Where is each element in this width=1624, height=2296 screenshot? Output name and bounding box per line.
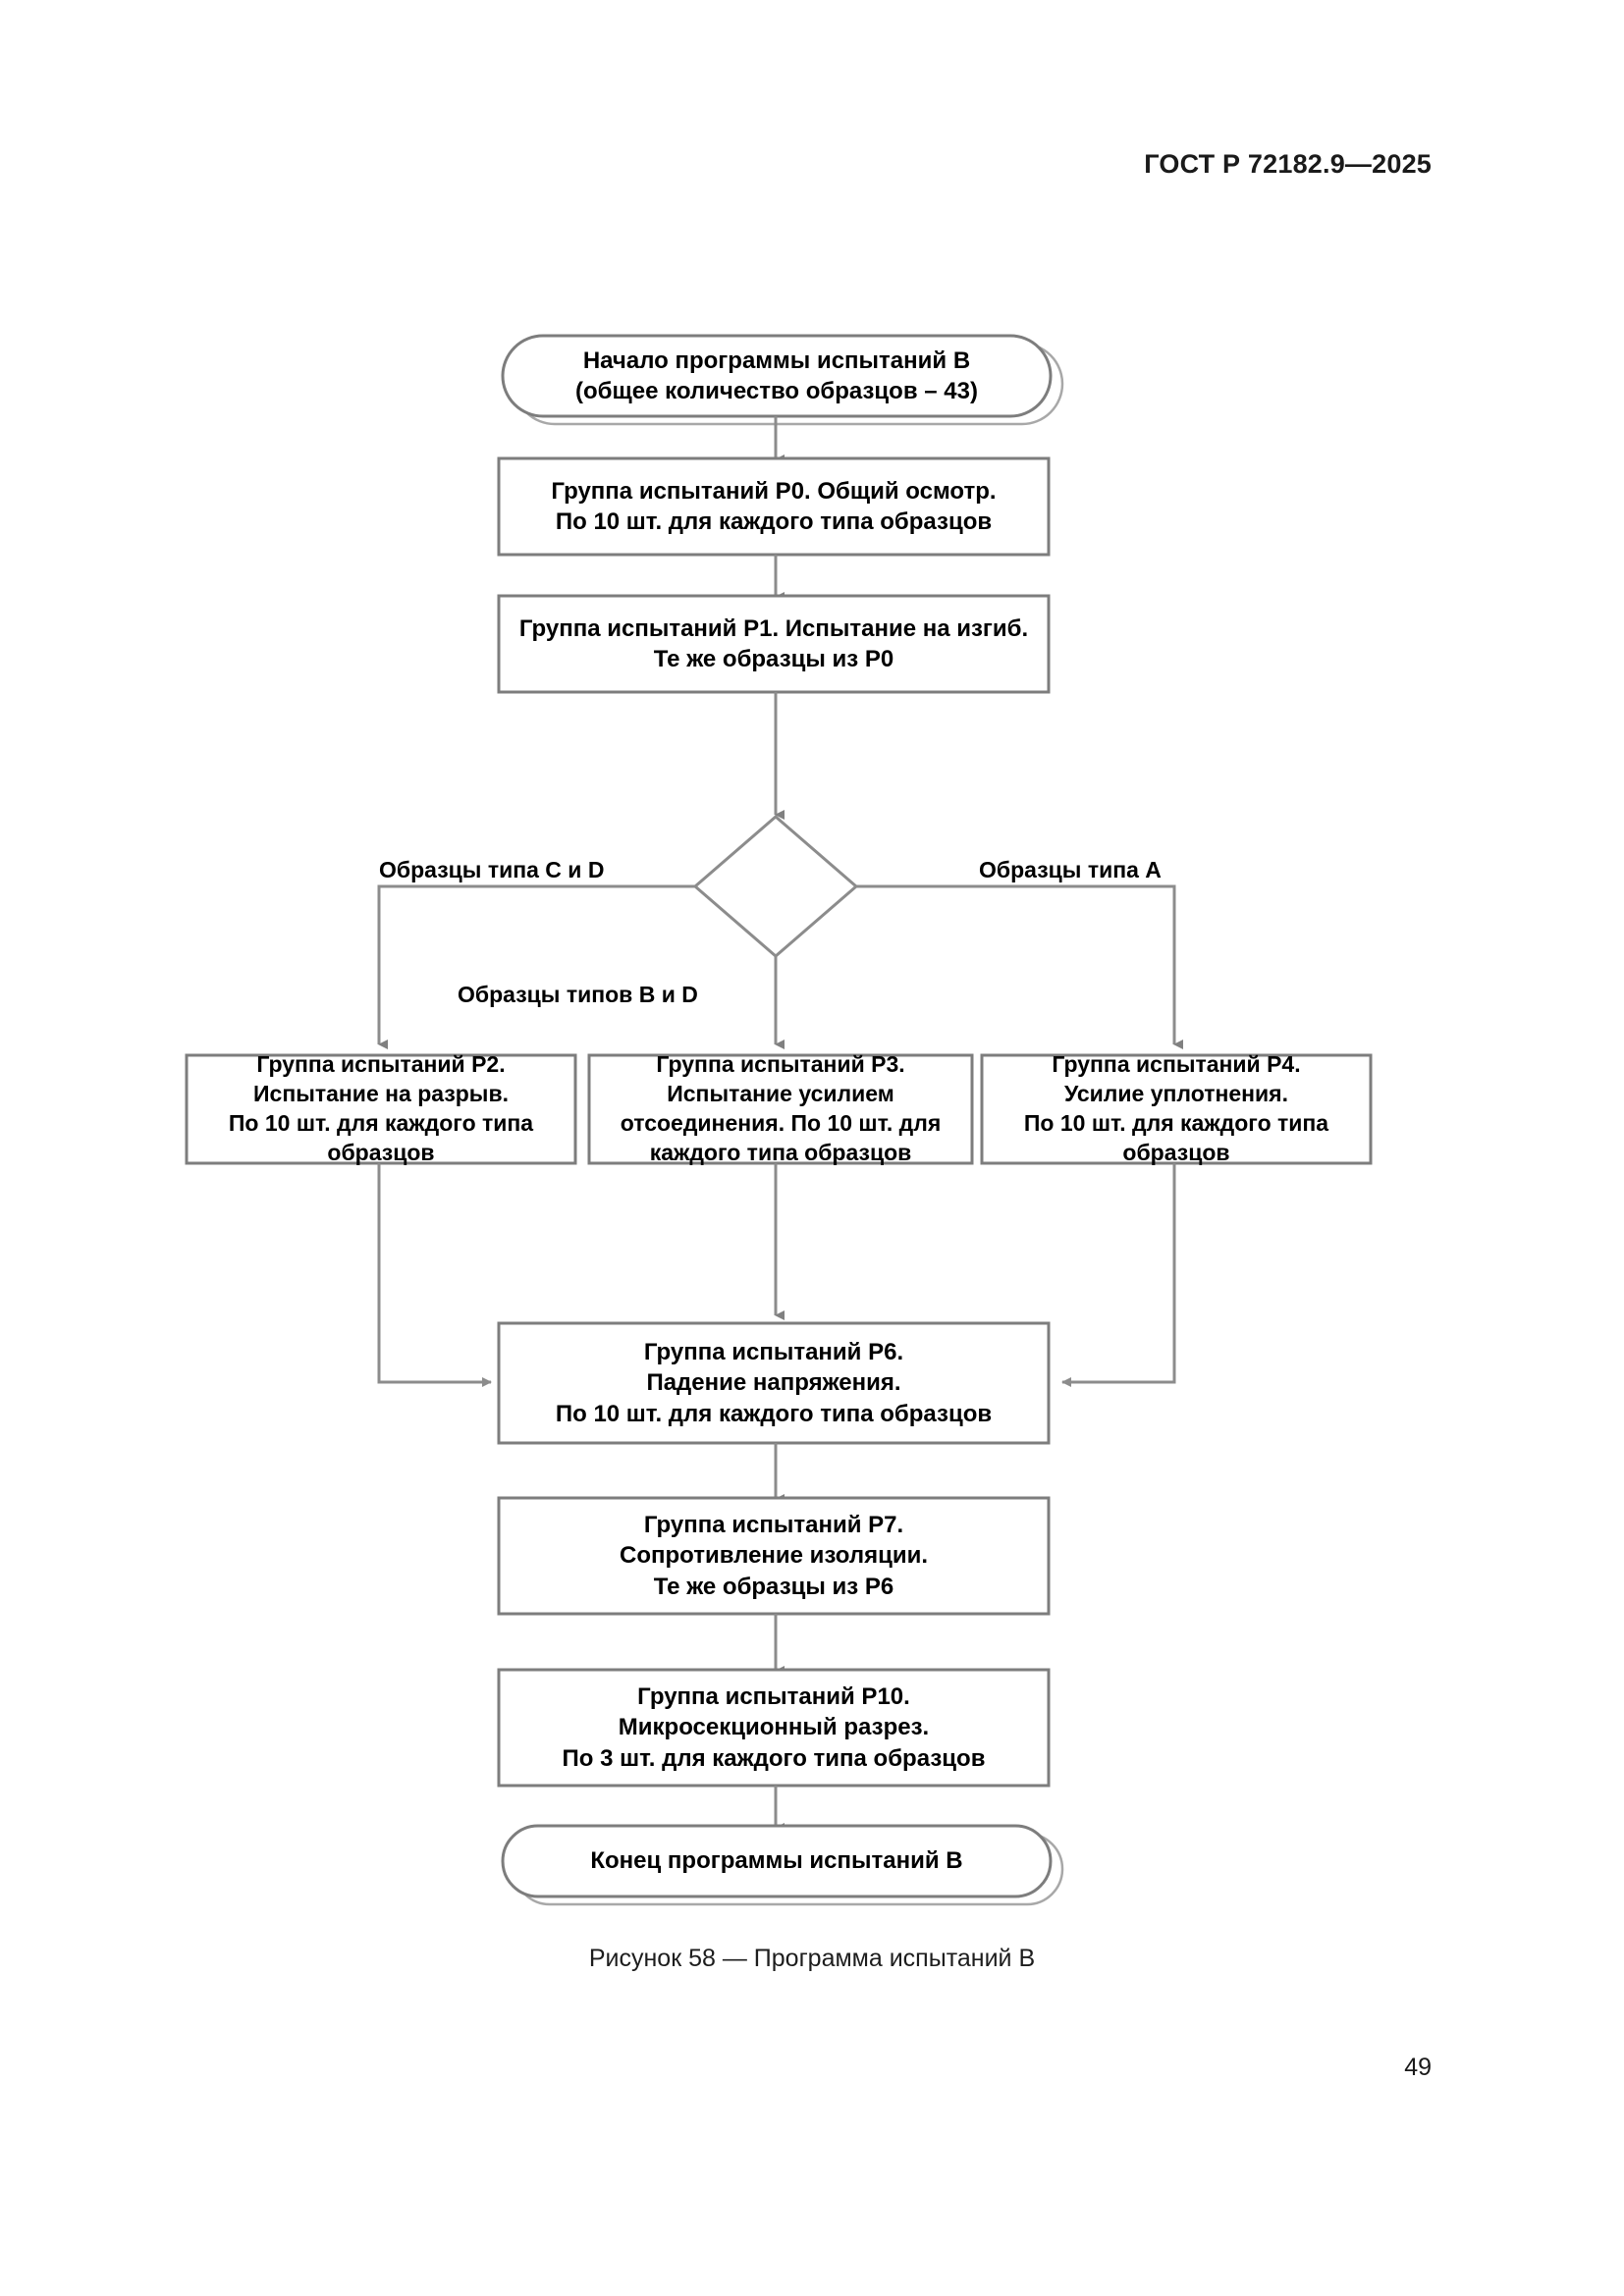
- node-p10-label: Группа испытаний Р10. Микросекционный ра…: [562, 1683, 986, 1772]
- connector-p2-to-p6: [377, 1163, 492, 1387]
- edge-label-center-branch: Образцы типов B и D: [458, 982, 698, 1007]
- node-decision-shape: [692, 815, 859, 958]
- connector-decision-to-p4: [856, 884, 1183, 1049]
- node-p3-label: Группа испытаний Р3. Испытание усилием о…: [620, 1051, 942, 1165]
- figure-caption: Рисунок 58 — Программа испытаний В: [588, 1945, 1036, 1972]
- connector-decision-to-p2: [377, 884, 695, 1049]
- node-p1-label: Группа испытаний Р1. Испытание на изгиб.…: [518, 614, 1029, 672]
- node-p7-label: Группа испытаний Р7. Сопротивление изоля…: [619, 1512, 929, 1600]
- edge-label-right-branch: Образцы типа A: [979, 857, 1162, 882]
- node-p2-label: Группа испытаний Р2. Испытание на разрыв…: [228, 1051, 534, 1165]
- edge-label-left-branch: Образцы типа C и D: [379, 857, 605, 882]
- node-start-label: Начало программы испытаний В (общее коли…: [575, 347, 978, 404]
- node-end-label: Конец программы испытаний В: [590, 1847, 963, 1875]
- connector-p4-to-p6: [1061, 1163, 1176, 1387]
- node-p6-label: Группа испытаний Р6. Падение напряжения.…: [555, 1339, 993, 1427]
- page-number: 49: [1404, 2054, 1432, 2081]
- page-header-standard-number: ГОСТ Р 72182.9—2025: [1144, 149, 1432, 179]
- node-p4-label: Группа испытаний Р4. Усилие уплотнения. …: [1023, 1051, 1329, 1165]
- node-p0-label: Группа испытаний Р0. Общий осмотр. По 10…: [551, 477, 997, 535]
